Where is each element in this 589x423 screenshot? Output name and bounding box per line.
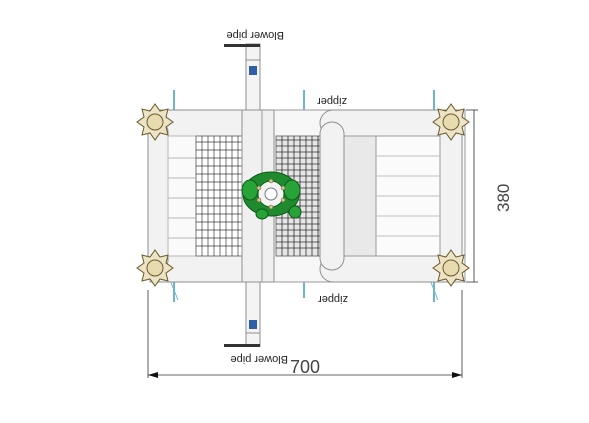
green-figure bbox=[241, 171, 302, 220]
zipper-label-bottom: zipper bbox=[318, 293, 348, 305]
height-dimension-line bbox=[466, 109, 478, 283]
zipper-label-top: zipper bbox=[317, 95, 347, 107]
blower-pipe bbox=[224, 43, 261, 347]
height-dimension-label: 380 bbox=[494, 184, 513, 212]
corner-anchor-bottom-left bbox=[136, 249, 174, 287]
left-side-tube bbox=[147, 121, 169, 271]
corner-anchor-top-left bbox=[136, 103, 174, 141]
left-mesh-panel bbox=[195, 135, 243, 257]
slide-section bbox=[319, 121, 441, 271]
right-side-tube bbox=[439, 121, 463, 271]
corner-anchor-bottom-right bbox=[432, 249, 470, 287]
blower-pipe-label-top: Blower pipe bbox=[227, 29, 284, 41]
width-dimension-line bbox=[147, 290, 463, 378]
left-floor bbox=[167, 135, 197, 257]
blower-pipe-label-bottom: Blower pipe bbox=[231, 353, 288, 365]
width-dimension-label: 700 bbox=[290, 357, 320, 377]
corner-anchor-top-right bbox=[432, 103, 470, 141]
